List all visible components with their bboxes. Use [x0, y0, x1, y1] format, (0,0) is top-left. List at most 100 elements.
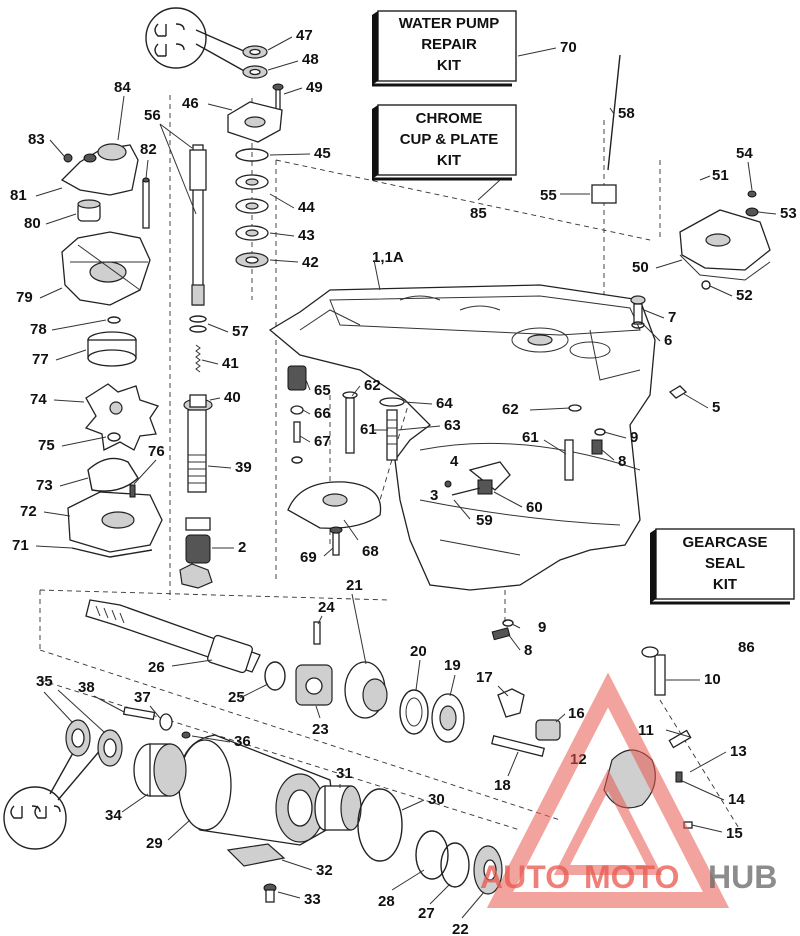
- shift-lever-17: [497, 688, 525, 718]
- bushing-2: [185, 517, 211, 564]
- gasket-73: [87, 457, 139, 492]
- callout-label: 18: [494, 777, 511, 794]
- bearing-31: [314, 785, 362, 831]
- automotohub-watermark: AUTO MOTO HUB: [480, 672, 777, 908]
- callout-label: 83: [28, 131, 45, 148]
- callout-label: 9: [630, 429, 638, 446]
- callout-label: 20: [410, 643, 427, 660]
- callout-label: 4: [450, 453, 459, 470]
- callout-label: 71: [12, 537, 29, 554]
- callout-label: 21: [346, 577, 363, 594]
- watermark-triangle-icon: [486, 672, 730, 908]
- plate-72: [67, 491, 163, 553]
- seal-detail-circle-top: [145, 7, 247, 73]
- callout-label: 84: [114, 79, 131, 96]
- callout-label: 66: [314, 405, 331, 422]
- callout-label: 13: [730, 743, 747, 760]
- callout-label: 78: [30, 321, 47, 338]
- callout-label: 41: [222, 355, 239, 372]
- callout-label: 11: [638, 722, 654, 739]
- callout-label: 26: [148, 659, 165, 676]
- rod-58-55: [591, 54, 621, 204]
- spring-41: [195, 344, 201, 373]
- kit-label-line: KIT: [437, 152, 461, 169]
- callout-label: 54: [736, 145, 753, 162]
- screw-65-66-67: [287, 365, 307, 464]
- callout-label: 68: [362, 543, 379, 560]
- insert-77: [87, 331, 137, 367]
- callout-label: 46: [182, 95, 199, 112]
- callout-label: 56: [144, 107, 161, 124]
- callout-label: 1,1A: [372, 249, 404, 266]
- callout-label: 62: [364, 377, 381, 394]
- gearcase-seal-kit-box: GEARCASE SEAL KIT: [650, 528, 795, 605]
- seal-detail-circle-bottom: [3, 743, 103, 850]
- callout-label: 76: [148, 443, 165, 460]
- screw-49: [272, 83, 284, 111]
- ring-25: [264, 661, 286, 691]
- callout-label: 49: [306, 79, 323, 96]
- o-ring-30: [357, 788, 403, 862]
- pinion-gear: [179, 563, 213, 589]
- callout-label: 15: [726, 825, 743, 842]
- callout-label: 17: [476, 669, 493, 686]
- pin-36: [181, 731, 191, 739]
- washer-28: [415, 830, 449, 880]
- trim-tab-68: [287, 481, 382, 529]
- callout-label: 40: [224, 389, 241, 406]
- pin-76: [129, 484, 136, 498]
- leader-lines: [35, 36, 777, 919]
- callout-label: 8: [524, 642, 532, 659]
- callout-label: 45: [314, 145, 331, 162]
- kit-label-line: KIT: [713, 576, 737, 593]
- gearcase-housing: [268, 284, 656, 591]
- screw-6-7: [630, 295, 646, 329]
- callout-label: 35: [36, 673, 53, 690]
- clutch-dog-23: [295, 664, 333, 706]
- callout-label: 2: [238, 539, 246, 556]
- callout-label: 72: [20, 503, 37, 520]
- kit-label-line: CUP & PLATE: [400, 131, 499, 148]
- callout-label: 48: [302, 51, 319, 68]
- callout-label: 7: [668, 309, 676, 326]
- screw-83: [63, 153, 73, 163]
- o-ring-78: [107, 316, 121, 324]
- screw-37-38: [122, 706, 173, 731]
- callout-label: 75: [38, 437, 55, 454]
- callout-label: 24: [318, 599, 335, 616]
- callout-label: 29: [146, 835, 163, 852]
- callout-label: 57: [232, 323, 249, 340]
- callout-label: 53: [780, 205, 797, 222]
- callout-label: 74: [30, 391, 47, 408]
- o-ring-45: [235, 148, 269, 162]
- seal-42: [235, 252, 269, 268]
- callout-label: 70: [560, 39, 577, 56]
- callout-label: 59: [476, 512, 493, 529]
- callout-label: 34: [105, 807, 122, 824]
- callout-label: 85: [470, 205, 487, 222]
- callout-label: 82: [140, 141, 157, 158]
- callout-label: 19: [444, 657, 461, 674]
- callout-label: 22: [452, 921, 469, 936]
- callout-label: 43: [298, 227, 315, 244]
- bracket-50-53: [679, 190, 771, 290]
- callout-label: 67: [314, 433, 331, 450]
- callout-label: 8: [618, 453, 626, 470]
- grommet-80: [77, 199, 101, 222]
- key-75: [107, 432, 121, 442]
- callout-label: 62: [502, 401, 519, 418]
- rod-61-62-right: [564, 404, 582, 481]
- callout-label: 25: [228, 689, 245, 706]
- screw-8-9-lower: [491, 619, 514, 641]
- water-tube-seal-46: [227, 101, 283, 143]
- valve-64-63: [379, 397, 405, 461]
- chrome-cup-plate-kit-box: CHROME CUP & PLATE KIT: [372, 104, 517, 181]
- callout-label: 58: [618, 105, 635, 122]
- gear-21: [344, 661, 388, 719]
- kit-label-line: WATER PUMP: [399, 15, 500, 32]
- callout-label: 14: [728, 791, 745, 808]
- callout-label: 86: [738, 639, 755, 656]
- callout-label: 80: [24, 215, 41, 232]
- kit-label-line: KIT: [437, 57, 461, 74]
- callout-label: 51: [712, 167, 729, 184]
